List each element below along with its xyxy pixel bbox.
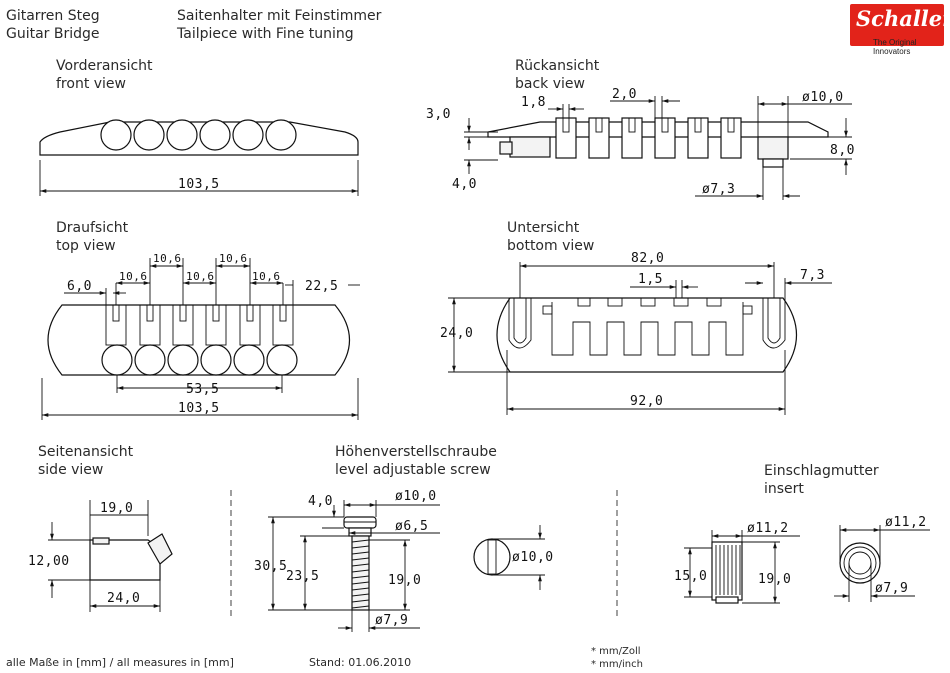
insert-height-a: 15,0 [674, 569, 707, 584]
top-spacing-3: 10,6 [186, 270, 215, 283]
top-view-label-en: top view [56, 238, 116, 254]
back-view-drawing: 3,0 4,0 1,8 2,0 ø10,0 8,0 ø7,3 [426, 87, 855, 200]
insert-dia-c: ø7,9 [875, 581, 908, 596]
insert-top-view: ø11,2 ø7,9 [834, 515, 930, 602]
units-note: alle Maße in [mm] / all measures in [mm] [6, 656, 234, 669]
subtitle-de: Saitenhalter mit Feinstimmer [177, 8, 382, 24]
top-inner-dim: 53,5 [186, 382, 219, 397]
back-height-a: 3,0 [426, 107, 451, 122]
insert-label-de: Einschlagmutter [764, 463, 879, 479]
side-bottom-dim: 24,0 [107, 591, 140, 606]
bottom-width-dim: 92,0 [630, 394, 663, 409]
front-view-label-en: front view [56, 76, 126, 92]
top-edge-dim: 6,0 [67, 279, 92, 294]
top-view-label-de: Draufsicht [56, 220, 129, 236]
top-spacing-4: 10,6 [219, 252, 248, 265]
screw-thread-len: 19,0 [388, 573, 421, 588]
top-saddle-rollers [101, 344, 298, 376]
top-spacing-1: 10,6 [119, 270, 148, 283]
insert-dia-b: ø11,2 [885, 515, 927, 530]
logo-wordmark: Schaller [856, 6, 950, 31]
back-tuner-fingers [555, 117, 742, 159]
bottom-slot-dim: 1,5 [638, 272, 663, 287]
bottom-view-drawing: 82,0 7,3 1,5 24,0 92,0 [440, 251, 832, 415]
screw-head-dia: ø10,0 [395, 489, 437, 504]
side-view-drawing: 19,0 12,00 24,0 [28, 500, 173, 612]
top-view-drawing: 10,6 10,6 10,6 10,6 10,6 6,0 22,5 53,5 1… [41, 252, 360, 420]
insert-height-b: 19,0 [758, 572, 791, 587]
subtitle-en: Tailpiece with Fine tuning [177, 26, 354, 42]
insert-dia-a: ø11,2 [747, 521, 789, 536]
front-view-drawing: 103,5 [39, 119, 359, 196]
top-width-dim: 103,5 [178, 401, 220, 416]
bottom-comb-teeth [542, 297, 753, 356]
bottom-holes-dim: 82,0 [631, 251, 664, 266]
back-height-c: 8,0 [830, 143, 855, 158]
top-spacing-5: 10,6 [252, 270, 281, 283]
screw-top-dia: ø10,0 [512, 550, 554, 565]
top-right-dim: 22,5 [305, 279, 338, 294]
title-en: Guitar Bridge [6, 26, 100, 42]
side-view-label-de: Seitenansicht [38, 444, 134, 460]
bottom-view-label-de: Untersicht [507, 220, 580, 236]
mm-zoll-note: * mm/Zoll [591, 646, 641, 657]
brand-logo [850, 4, 944, 46]
back-height-b: 4,0 [452, 177, 477, 192]
top-spacing-2: 10,6 [153, 252, 182, 265]
screw-thread-dia: ø7,9 [375, 613, 408, 628]
bottom-right-dim: 7,3 [800, 268, 825, 283]
date-note: Stand: 01.06.2010 [309, 656, 412, 669]
logo-tagline: The Original Innovators [873, 38, 917, 56]
screw-total-dim: 30,5 [254, 559, 287, 574]
screw-top-view: ø10,0 [473, 525, 554, 590]
insert-drawing: ø11,2 15,0 19,0 [674, 521, 800, 604]
bottom-mount-holes [508, 298, 786, 349]
side-top-dim: 19,0 [100, 501, 133, 516]
screw-head-dim: 4,0 [308, 494, 333, 509]
side-height-dim: 12,00 [28, 554, 70, 569]
bottom-view-label-en: bottom view [507, 238, 595, 254]
bottom-height-dim: 24,0 [440, 326, 473, 341]
back-view-label-de: Rückansicht [515, 58, 600, 74]
screw-label-de: Höhenverstellschraube [335, 444, 497, 460]
screw-drawing: ø10,0 4,0 ø6,5 30,5 23,5 19,0 ø7,9 [254, 489, 440, 632]
screw-thread-dim: 23,5 [286, 569, 319, 584]
insert-label-en: insert [764, 481, 804, 497]
title-de: Gitarren Steg [6, 8, 100, 24]
back-view-label-en: back view [515, 76, 585, 92]
side-view-label-en: side view [38, 462, 104, 478]
back-diameter-bottom: ø7,3 [702, 182, 735, 197]
front-view-label-de: Vorderansicht [56, 58, 153, 74]
screw-collar-dia: ø6,5 [395, 519, 428, 534]
front-width-dim: 103,5 [178, 177, 220, 192]
mm-inch-note: * mm/inch [591, 659, 643, 670]
back-diameter-top: ø10,0 [802, 90, 844, 105]
front-saddle-rollers [100, 119, 297, 151]
screw-label-en: level adjustable screw [335, 462, 491, 478]
back-gap-dim: 2,0 [612, 87, 637, 102]
back-slot-dim: 1,8 [521, 95, 546, 110]
